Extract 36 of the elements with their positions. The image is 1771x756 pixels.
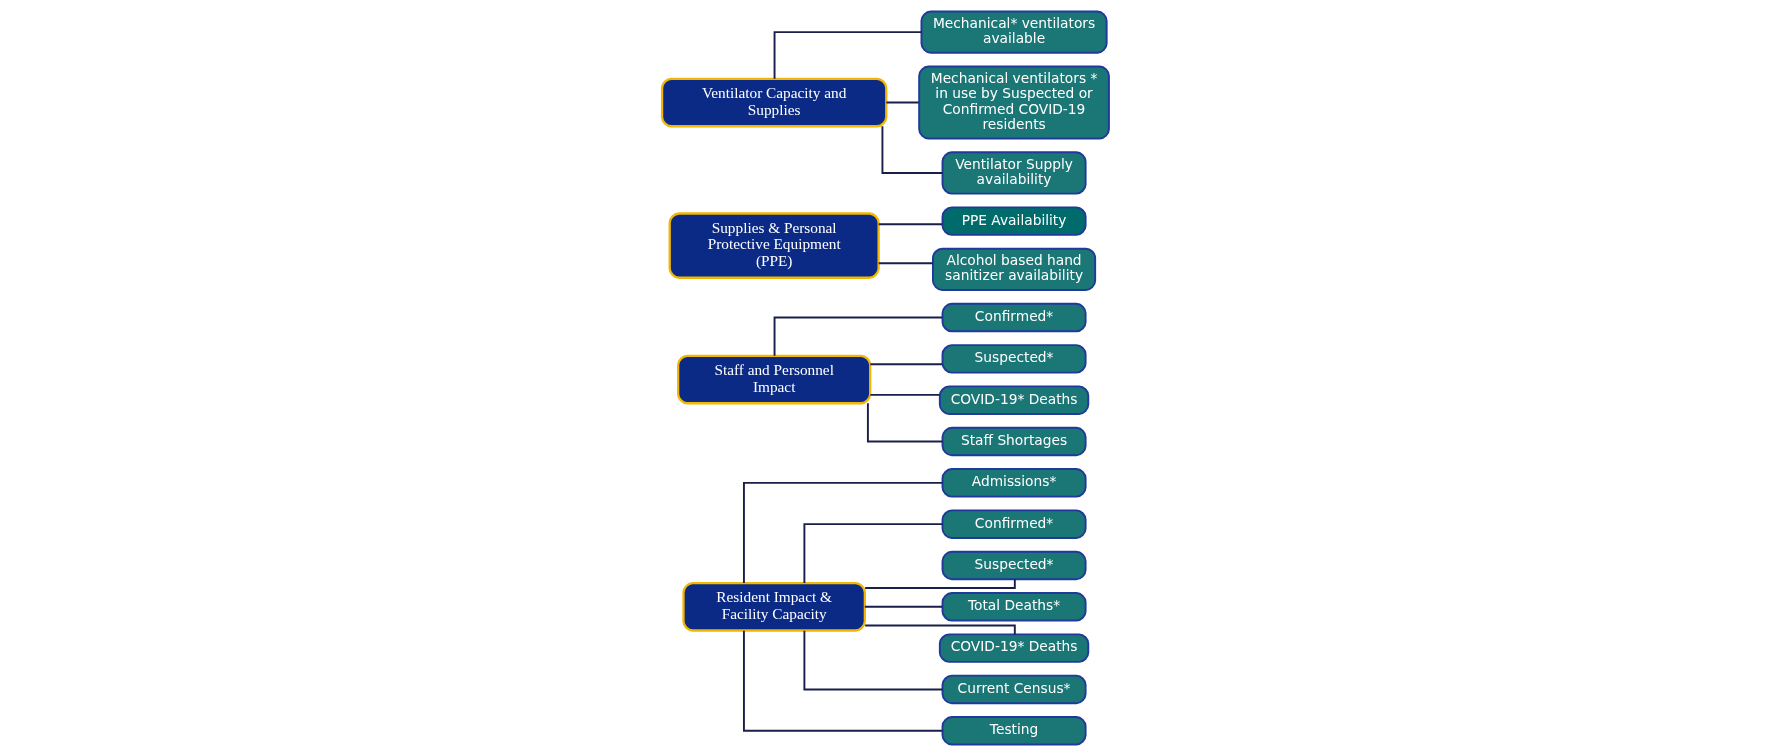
node-box: Testing [941,716,1087,746]
connector [877,262,934,265]
node-box: Ventilator Capacity and Supplies [660,77,888,128]
node-box: Mechanical ventilators * in use by Suspected or Confirmed COVID-19 residents [918,65,1110,140]
connector [866,402,944,443]
connector [773,31,923,80]
connector [869,363,944,366]
connector [864,624,1016,636]
connector [743,629,944,732]
node-box: COVID-19* Deaths [938,633,1090,663]
node-box: Suspected* [941,550,1087,581]
connector [803,523,944,584]
connector [864,578,1016,589]
node-box: Total Deaths* [941,592,1087,622]
connector [881,125,944,174]
node-box: Suspected* [941,344,1087,374]
node-box: PPE Availability [941,206,1087,236]
node-box: Resident Impact & Facility Capacity [682,581,866,632]
connector [869,393,941,396]
node-box: Staff and Personnel Impact [677,354,872,405]
node-box: Admissions* [941,468,1087,498]
node-box: Alcohol based hand sanitizer availability [932,247,1097,291]
connector [863,605,944,608]
node-box: Supplies & Personal Protective Equipment (PPE) [668,212,880,279]
connector [743,481,944,584]
connector [885,101,920,104]
connector [773,316,944,357]
node-box: Staff Shortages [941,426,1087,457]
node-box: Mechanical* ventilators available [920,10,1108,54]
connector [877,223,944,226]
node-box: COVID-19* Deaths [938,385,1090,415]
node-box: Current Census* [941,674,1087,705]
node-box: Confirmed* [941,509,1087,539]
node-box: Ventilator Supply availability [941,151,1087,195]
connector [803,629,944,691]
node-box: Confirmed* [941,302,1087,333]
